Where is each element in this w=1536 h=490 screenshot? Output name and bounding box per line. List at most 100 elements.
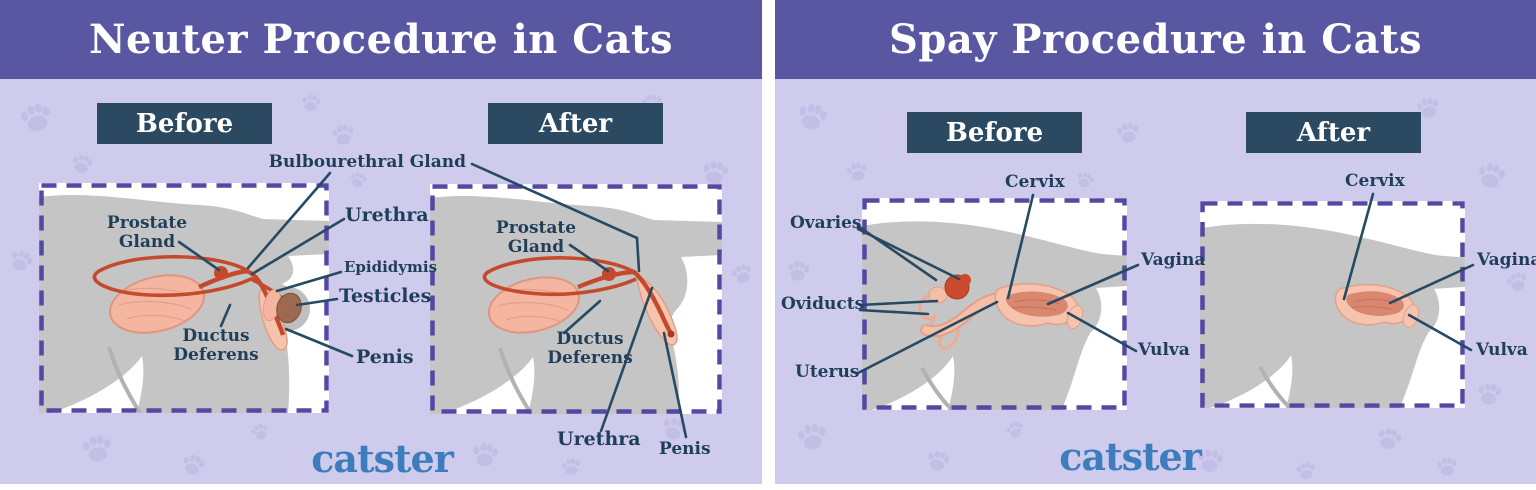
label-vagina-before: Vagina xyxy=(1141,250,1206,270)
label-uterus: Uterus xyxy=(795,362,860,382)
label-testicles: Testicles xyxy=(339,285,432,307)
paw-print-icon xyxy=(1478,163,1505,188)
prostate-gland-dot xyxy=(214,266,228,280)
paw-print-icon xyxy=(1117,122,1139,143)
paw-print-icon xyxy=(925,448,951,478)
neuter-before-chip: Before xyxy=(97,103,272,144)
paw-print-icon xyxy=(70,152,94,180)
label-prostate-gland-before: Prostate Gland xyxy=(106,213,188,253)
label-vulva-after: Vulva xyxy=(1476,340,1528,360)
dashed-border xyxy=(1200,201,1465,408)
paw-print-icon xyxy=(703,161,729,185)
label-urethra-after: Urethra xyxy=(557,428,641,450)
paw-print-icon xyxy=(1195,446,1225,480)
paw-print-icon xyxy=(20,103,50,132)
paw-print-icon xyxy=(795,100,829,138)
paw-print-icon xyxy=(1378,428,1402,450)
paw-print-icon xyxy=(1475,380,1503,412)
spay-before-diagram xyxy=(862,198,1127,410)
label-ductus-deferens-before: Ductus Deferens xyxy=(173,326,259,366)
paw-print-icon xyxy=(730,262,754,290)
paw-print-icon xyxy=(300,92,322,118)
paw-print-icon xyxy=(560,456,582,482)
catster-logo: catster xyxy=(1059,434,1201,479)
neuter-header-bar: Neuter Procedure in Cats xyxy=(0,0,762,79)
bladder xyxy=(108,274,206,334)
label-vulva-before: Vulva xyxy=(1138,340,1190,360)
testicle xyxy=(276,292,302,324)
ductus-deferens-duct xyxy=(92,254,288,303)
paw-print-icon xyxy=(18,100,54,140)
neuter-panel: Neuter Procedure in Cats Before After xyxy=(0,0,762,484)
paw-print-icon xyxy=(251,423,268,440)
paw-print-icon xyxy=(1415,95,1441,125)
label-penis-before: Penis xyxy=(356,346,414,368)
paw-print-icon xyxy=(1437,457,1457,476)
paw-print-icon xyxy=(1296,462,1315,480)
paw-print-icon xyxy=(330,122,356,152)
paw-print-icon xyxy=(1417,97,1439,118)
paw-print-icon xyxy=(700,158,730,192)
paw-print-icon xyxy=(302,94,321,112)
paw-print-icon xyxy=(1505,270,1529,298)
label-penis-after: Penis xyxy=(659,439,711,459)
label-urethra-before: Urethra xyxy=(345,204,429,226)
paw-print-icon xyxy=(12,250,33,271)
label-cervix-before: Cervix xyxy=(1005,172,1065,192)
duct-tip xyxy=(667,330,675,338)
paw-print-icon xyxy=(788,260,810,281)
paw-print-icon xyxy=(1006,421,1023,438)
paw-print-icon xyxy=(731,264,751,283)
label-bulbourethral-gland: Bulbourethral Gland xyxy=(268,152,466,172)
paw-print-icon xyxy=(1295,460,1317,484)
paw-print-icon xyxy=(473,443,498,467)
label-epididymis: Epididymis xyxy=(344,258,438,276)
urethra-duct xyxy=(198,268,286,336)
dashed-border xyxy=(39,183,329,413)
paw-print-icon xyxy=(928,450,950,471)
oviduct-cluster xyxy=(928,286,948,304)
paw-print-icon xyxy=(1435,455,1459,483)
spay-header-bar: Spay Procedure in Cats xyxy=(775,0,1536,79)
paw-print-icon xyxy=(846,162,867,181)
neuter-after-chip: After xyxy=(488,103,663,144)
spay-after-chip: After xyxy=(1246,112,1421,153)
paw-print-icon xyxy=(348,170,368,194)
paw-print-icon xyxy=(72,154,93,173)
paw-print-icon xyxy=(1077,172,1094,188)
paw-print-icon xyxy=(1475,160,1507,196)
paw-print-icon xyxy=(1115,120,1141,150)
paw-print-icon xyxy=(1198,449,1223,473)
paw-print-icon xyxy=(82,435,111,462)
paw-print-icon xyxy=(845,160,869,188)
neuter-title: Neuter Procedure in Cats xyxy=(88,16,674,63)
paw-print-icon xyxy=(1005,420,1025,444)
paw-print-icon xyxy=(250,422,270,446)
label-ductus-deferens-after: Ductus Deferens xyxy=(547,329,633,369)
paw-print-icon xyxy=(470,440,500,474)
paw-print-icon xyxy=(797,423,826,450)
label-ovaries: Ovaries xyxy=(790,213,862,233)
spay-title: Spay Procedure in Cats xyxy=(888,16,1423,63)
spay-after-diagram xyxy=(1200,201,1465,408)
label-prostate-gland-after: Prostate Gland xyxy=(495,218,577,258)
label-oviducts: Oviducts xyxy=(781,294,865,314)
paw-print-icon xyxy=(561,458,580,476)
paw-print-icon xyxy=(1478,383,1502,405)
paw-print-icon xyxy=(1506,272,1527,291)
label-vagina-after: Vagina xyxy=(1477,250,1536,270)
paw-print-icon xyxy=(799,103,827,130)
paw-print-icon xyxy=(332,124,354,145)
paw-print-icon xyxy=(8,248,34,278)
prostate-gland-dot xyxy=(602,267,616,281)
paw-print-icon xyxy=(1375,425,1403,457)
paw-print-icon xyxy=(350,172,367,188)
paw-print-icon xyxy=(180,452,206,482)
spay-panel: Spay Procedure in Cats Before After xyxy=(775,0,1536,484)
paw-print-icon xyxy=(795,420,829,458)
catster-logo: catster xyxy=(311,436,453,481)
paw-print-icon xyxy=(1075,170,1095,194)
paw-print-icon xyxy=(183,454,205,475)
label-cervix-after: Cervix xyxy=(1345,171,1405,191)
